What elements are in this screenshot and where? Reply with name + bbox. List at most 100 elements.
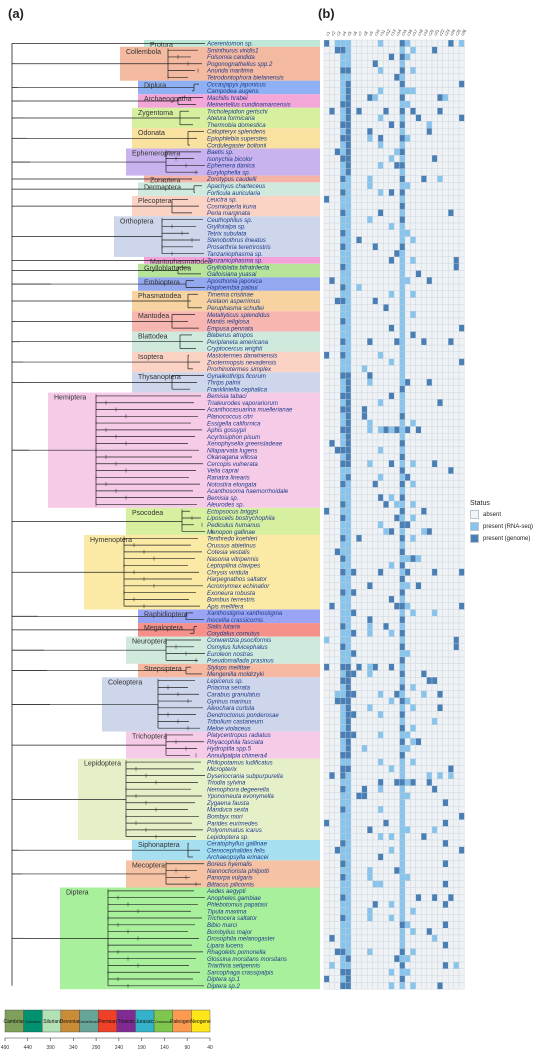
order-label-trichoptera: Trichoptera [132,734,167,741]
species-label: Yponomeuta evonymella [207,793,274,800]
species-label: Meloe violaceus [207,725,251,732]
species-label: Polyommatus icarus [207,827,262,834]
species-label: Annulipalpia chimera4 [206,752,268,759]
species-label: Nannochorista philpotti [207,868,270,875]
order-band-megaloptera [138,623,320,637]
species-label: Forficula auricularia [207,190,261,197]
species-label: Meinertellus cundinamarcensis [207,102,291,109]
species-label: Panorpa vulgaris [207,875,253,882]
order-band-embioptera [138,277,320,291]
order-label-plecoptera: Plecoptera [138,198,172,205]
species-label: Tribolium castaneum [207,719,263,726]
species-label: Trichocera saltator [207,915,258,922]
species-label: Gynaikothrips ficorum [207,373,266,380]
species-label: Mantis religiosa [207,319,250,326]
species-label: Campodea augens [207,88,259,95]
order-band-siphonaptera [132,840,320,861]
order-label-mantodea: Mantodea [138,313,169,320]
order-band-protura [144,40,320,47]
species-label: Stenobothrus lineatus [207,237,266,244]
matrix-column-header: c24 [449,28,457,37]
legend-label-absent: absent [483,511,502,518]
species-label: Eurylophella sp. [207,169,250,176]
timescale-tick-label: 90 [184,1045,190,1051]
matrix-column-header: c8 [362,30,369,37]
species-label: Machilis hrabei [207,95,248,102]
order-band-strepsiptera [138,663,320,678]
species-label: Nasonia vitripennis [207,556,259,563]
species-label: Aleurodes sp. [206,502,244,509]
period-label: Paleogene [170,1019,194,1025]
species-label: Thrips palmi [207,380,241,387]
matrix-column-header: c26 [460,28,468,37]
species-label: Acanthocasuarina muellerianae [206,407,293,414]
order-label-psocodea: Psocodea [132,510,163,517]
period-label: Neogene [191,1019,212,1025]
species-label: Mastotermes darwiniensis [207,352,277,359]
species-label: Bibio marci [207,922,238,929]
order-label-siphonaptera: Siphonaptera [138,842,180,849]
species-label: Conwentzia psociformis [207,637,271,644]
species-label: Haploembia palaui [207,285,258,292]
species-label: Diptera sp.1 [207,976,240,983]
matrix-column-header: c21 [433,28,441,37]
species-label: Anurida maritima [206,68,254,75]
order-band-blattodea [132,331,320,352]
order-label-collembola: Collembola [126,49,161,56]
species-label: Periplaneta americana [207,339,269,346]
order-band-phasmatodea [132,290,320,312]
species-label: Ranatra linearis [207,475,250,482]
period-label: Permian [98,1019,117,1025]
species-label: Hydroptila spp.5 [207,746,252,753]
species-label: Apachyus charteceus [206,183,265,190]
species-label: Epiophlebia superstes [207,136,267,143]
matrix-column-header: c22 [438,28,446,37]
species-label: Phlebotomus papatasi [207,902,268,909]
species-label: Prosarthria teretrirostris [207,244,271,251]
species-label: Cordulegaster boltonii [207,142,267,149]
species-label: Velia caprai [207,468,239,475]
species-label: Essigella californica [207,420,261,427]
order-label-megaloptera: Megaloptera [144,625,183,632]
species-label: Nemophora degeerella [207,786,270,793]
species-label: Thermobia domestica [207,122,266,129]
species-label: Sminthurus viridis1 [207,47,258,54]
species-label: Parides eurimedes [207,820,258,827]
period-label: Devonian [60,1019,81,1025]
status-legend: Status absent present (RNA-seq) present … [470,500,533,546]
order-label-blattodea: Blattodea [138,334,168,341]
species-label: Aedes aegypti [206,888,246,895]
species-label: Archaeopsylla erinacei [206,854,269,861]
order-label-archaeognatha: Archaeognatha [144,96,192,103]
period-label: Silurian [43,1019,60,1025]
order-label-zygentoma: Zygentoma [138,110,173,117]
species-label: Xenophysella greensladeae [206,441,283,448]
species-label: Triodia sylvina [207,780,246,787]
matrix-column-header: c2 [330,30,337,37]
species-label: Planococcus citri [207,413,253,420]
matrix-column-header: c19 [422,28,430,37]
species-label: Priacma serrata [207,685,251,692]
species-label: Leuctra sp. [207,197,237,204]
order-label-hymenoptera: Hymenoptera [90,537,132,544]
species-label: Micropterix [207,766,238,773]
species-label: Boreus hyemalis [207,861,252,868]
species-label: Calopteryx splendens [207,129,266,136]
order-label-orthoptera: Orthoptera [120,218,154,225]
species-label: Bombus terrestris [207,597,255,604]
species-label: Atelura formicaria [206,115,255,122]
species-label: Cercopis vulnerata [207,461,258,468]
species-label: Lepicerus sp. [207,678,243,685]
matrix-column-header: c6 [352,30,359,37]
species-label: Ceuthophilus sp. [207,217,252,224]
species-label: Philopotamus ludificatus [207,759,273,766]
timescale-tick-label: 190 [137,1045,146,1051]
species-label: Xanthostigma xanthostigma [206,610,283,617]
species-label: Lipara lucens [207,942,243,949]
species-label: Ectopsocus briggsi [207,508,259,515]
species-label: Drosophila melanogaster [207,936,276,943]
species-label: Diptera sp.2 [207,983,240,990]
legend-label-rnaseq: present (RNA-seq) [483,523,534,530]
order-band-isoptera [132,351,320,373]
